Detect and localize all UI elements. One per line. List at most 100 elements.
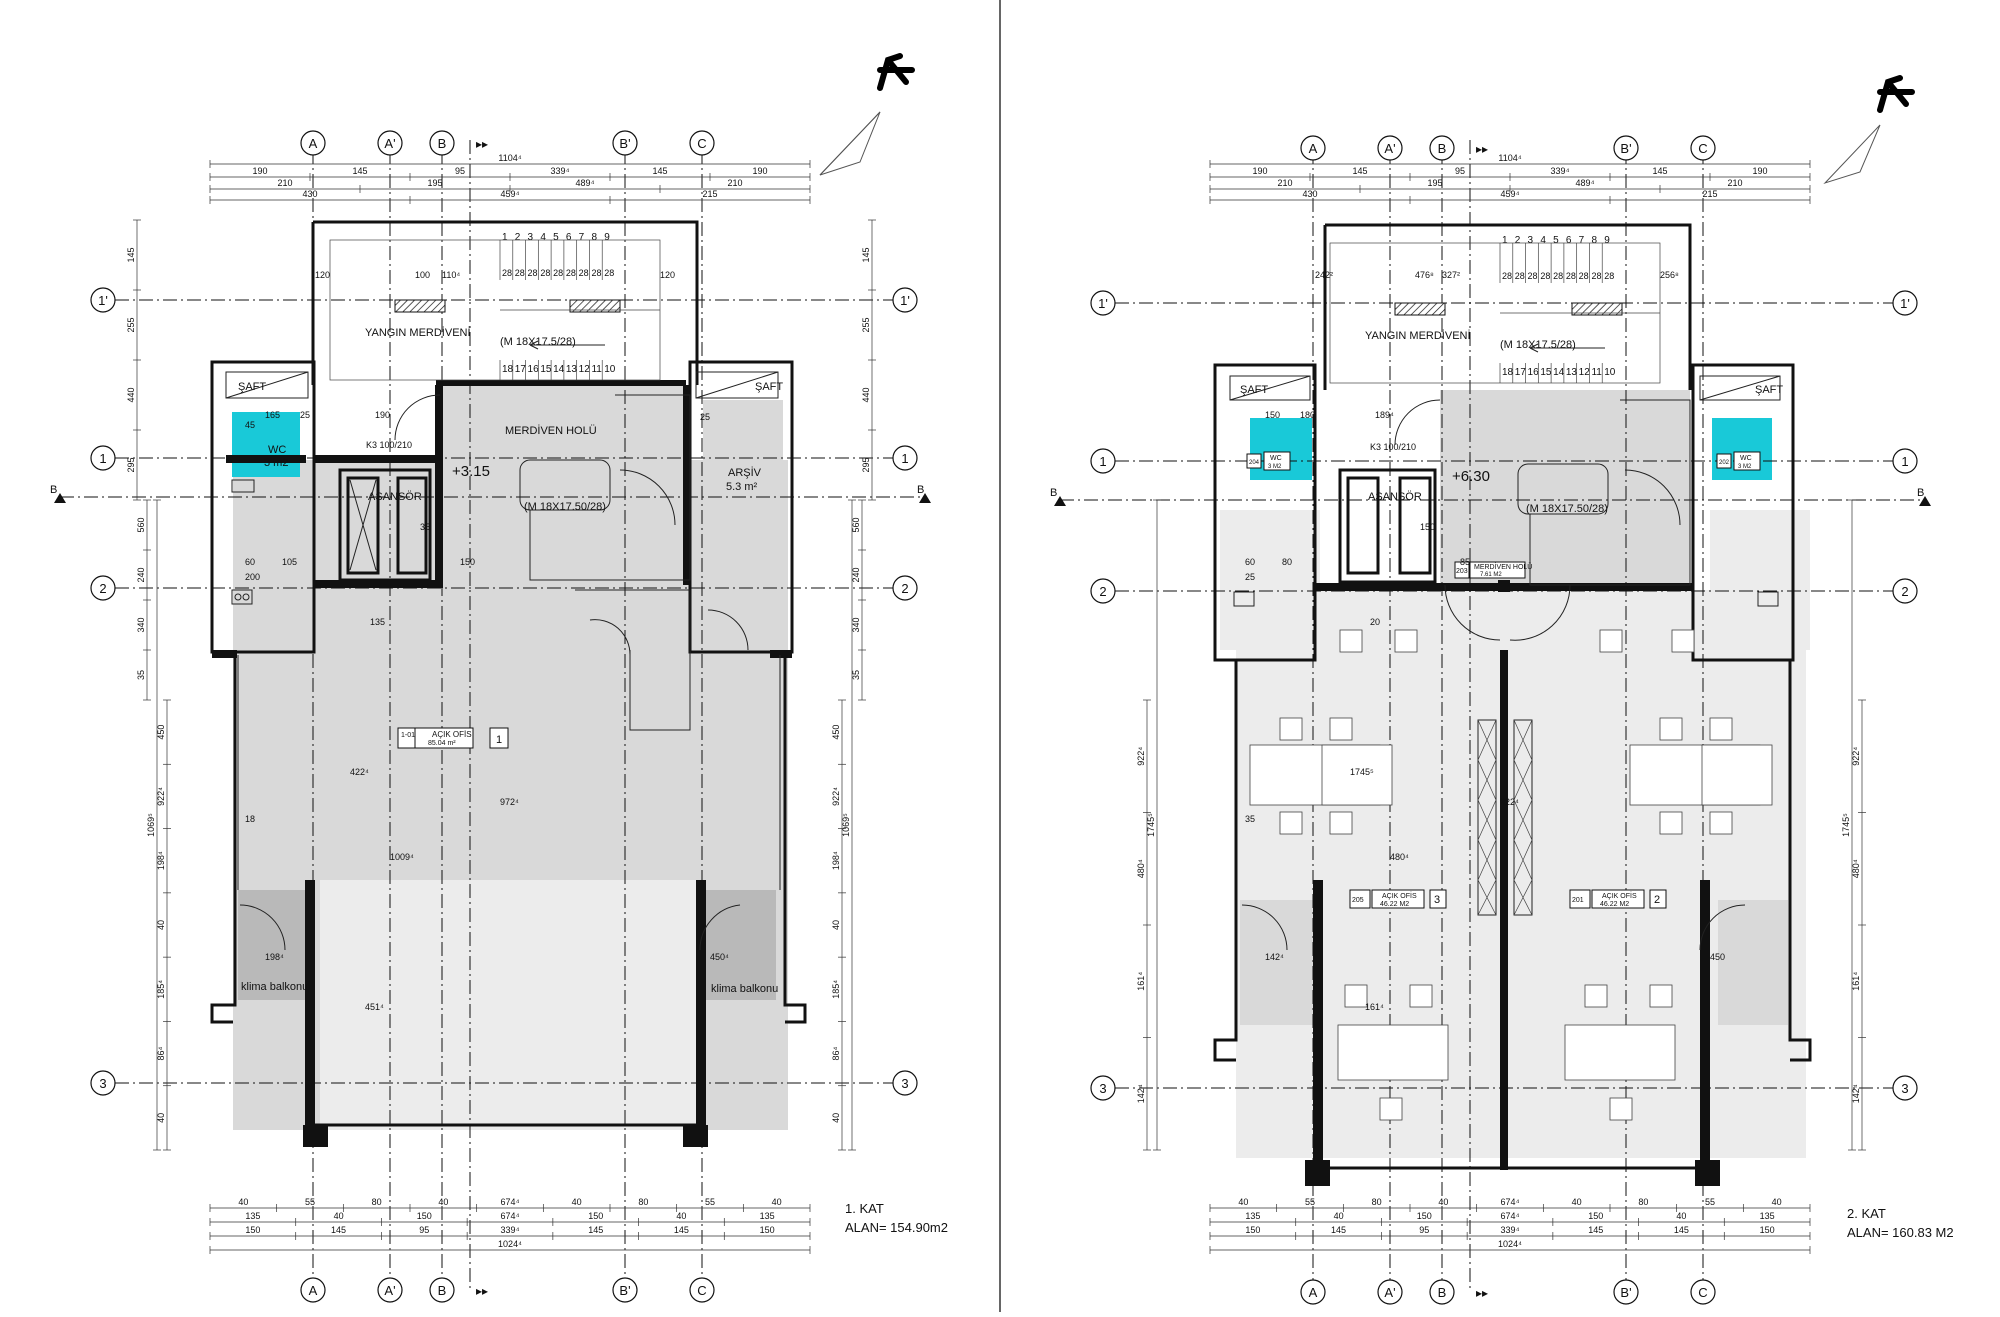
door-k3-label: K3 100/210: [1370, 442, 1416, 452]
level-mark: +6.30: [1452, 468, 1490, 485]
inner-dim-text: 476⁸: [1415, 270, 1434, 280]
dim-text: 86⁴: [831, 1047, 841, 1061]
stair-number: 1: [1502, 235, 1508, 246]
stair-tread-depth: 28: [1515, 271, 1525, 281]
office-right-no: 2: [1654, 894, 1660, 906]
dim-text: 240: [136, 567, 146, 582]
axis-label: A: [309, 136, 318, 151]
axis-bubble-A-bottom: [1300, 1279, 1326, 1305]
axis-label: A': [1384, 141, 1395, 156]
axis-label: B: [1438, 1285, 1447, 1300]
axis-bubble-C-bottom: [1690, 1279, 1716, 1305]
stair-number: 12: [1579, 367, 1591, 378]
axis-label: C: [1698, 141, 1707, 156]
dim-text: 150: [1588, 1211, 1603, 1221]
dim-text: 145: [1352, 166, 1367, 176]
hall-label: MERDİVEN HOLÜ: [505, 424, 597, 437]
hall-label: MERDİVEN HOLÜ: [1474, 562, 1532, 571]
stair-tread-depth: 28: [1566, 271, 1576, 281]
dim-text: 145: [126, 247, 136, 262]
dim-text: 40: [676, 1211, 686, 1221]
dim-text: 1104⁴: [498, 153, 521, 163]
dim-text: 80: [1638, 1197, 1648, 1207]
stair-hall-floor: [440, 385, 685, 575]
office-tag-right: 201 AÇIK OFİS 46.22 M2 2: [1569, 889, 1667, 909]
dim-text: 95: [1455, 166, 1465, 176]
inner-dim-text: 100: [415, 270, 430, 280]
stair-tread-depth: 28: [604, 268, 614, 278]
inner-dim-text: 45: [245, 420, 255, 430]
inner-dim-text: 150: [1420, 522, 1435, 532]
hall-tag: 203 MERDİVEN HOLÜ 7.61 M2: [1454, 561, 1532, 579]
axis-bubble-2-right: [1892, 578, 1918, 604]
dim-text: 215: [1702, 189, 1717, 199]
inner-dim-text: 150: [460, 557, 475, 567]
axis-label: 3: [99, 1076, 106, 1091]
dim-text: 340: [851, 617, 861, 632]
axis-label: 1: [901, 451, 908, 466]
axis-label: 2: [901, 581, 908, 596]
dim-text: 440: [861, 387, 871, 402]
dim-text: 145: [674, 1225, 689, 1235]
axis-bubble-2-right: [892, 575, 918, 601]
axis-label: A': [1384, 1285, 1395, 1300]
walls: [210, 220, 807, 1147]
balcony-right-floor: [1718, 900, 1788, 1025]
office-right-area: 46.22 M2: [1600, 901, 1629, 908]
dim-text: 459⁴: [501, 189, 520, 199]
axis-bubble-B-top: [429, 130, 455, 156]
dim-text: 150: [417, 1211, 432, 1221]
stair-tread-depth: 28: [528, 268, 538, 278]
dim-text: 145: [331, 1225, 346, 1235]
dim-text: 1069⁵: [841, 813, 851, 837]
archive-area: 5.3 m²: [726, 481, 758, 493]
axis-bubble-A'-bottom: [377, 1277, 403, 1303]
inner-dim-text: 327²: [1442, 270, 1460, 280]
inner-dim-text: 200: [245, 572, 260, 582]
elevator-label: ASANSÖR: [1368, 491, 1422, 503]
axis-bubble-A-top: [300, 130, 326, 156]
section-arrow-glyph: ▸▸: [476, 137, 488, 151]
dim-text: 135: [1760, 1211, 1775, 1221]
dim-text: 95: [419, 1225, 429, 1235]
wc-right-label: WC: [1740, 455, 1752, 462]
inner-dim-text: 35: [420, 522, 430, 532]
dim-text: 295: [861, 457, 871, 472]
axis-bubble-1-left: [1090, 448, 1116, 474]
inner-dim-text: 110⁴: [442, 270, 460, 280]
axis-bubble-3-left: [1090, 1075, 1116, 1101]
inner-dim-text: 25: [1245, 572, 1255, 582]
office-no: 1: [496, 734, 502, 746]
dim-text: 450: [831, 725, 841, 740]
dim-text: 145: [588, 1225, 603, 1235]
dim-text: 339⁴: [1501, 1225, 1520, 1235]
dim-text: 1024⁴: [1498, 1239, 1522, 1249]
stairs: 1182821728316284152851428613287122881128…: [1329, 235, 1691, 586]
dim-text: 674⁴: [1501, 1211, 1520, 1221]
stair-tread-depth: 28: [515, 268, 525, 278]
dim-text: 40: [1572, 1197, 1582, 1207]
office-area: 85.04 m²: [428, 740, 456, 747]
axis-label: B': [1620, 141, 1631, 156]
inner-dim-text: 189⁴: [1375, 410, 1394, 420]
axis-label: 3: [1901, 1081, 1908, 1096]
hall-code: 203: [1456, 568, 1468, 575]
stair-number: 1: [502, 232, 508, 243]
axis-bubble-C-top: [689, 130, 715, 156]
dim-text: 560: [851, 517, 861, 532]
section-arrow: [1054, 496, 1066, 506]
stair-number: 18: [502, 364, 514, 375]
stair-number: 13: [566, 364, 578, 375]
stair-number: 5: [1553, 235, 1559, 246]
axis-bubble-1'-right: [892, 287, 918, 313]
dim-text: 55: [1305, 1197, 1315, 1207]
shaft-left-label: ŞAFT: [238, 381, 266, 393]
dim-text: 190: [1752, 166, 1767, 176]
shaft-right-label: ŞAFT: [1755, 384, 1783, 396]
inner-dim-text: 105: [282, 557, 297, 567]
dim-text: 145: [1588, 1225, 1603, 1235]
stair-number: 14: [1553, 367, 1565, 378]
dim-text: 142⁴: [1851, 1084, 1861, 1103]
stair-number: 11: [1591, 367, 1602, 378]
